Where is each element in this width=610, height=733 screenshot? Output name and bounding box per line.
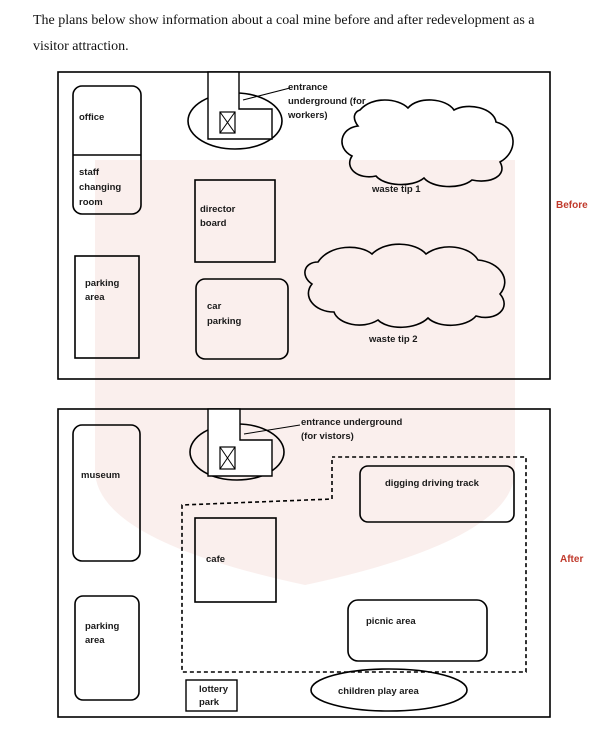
before-mine-building: [207, 71, 273, 140]
before-entrance-label-1: entrance: [288, 82, 328, 93]
after-dashed-route: [181, 456, 527, 673]
before-office-box: [72, 85, 142, 215]
after-mine-window-cross-2: [219, 446, 236, 470]
after-lottery-park-label-1: lottery: [199, 684, 229, 695]
after-parking-label-1: parking: [85, 621, 120, 632]
before-frame: [57, 71, 551, 380]
after-plan: museum parking area entrance underground…: [57, 408, 551, 718]
after-entrance-label-1: entrance underground: [301, 417, 403, 428]
before-staff-label-2: changing: [79, 182, 121, 193]
after-children-play-ellipse: [310, 668, 468, 712]
after-cafe-box: [194, 517, 277, 603]
before-mine-window: [219, 111, 236, 134]
before-waste-tip-2-label: waste tip 2: [368, 334, 418, 345]
after-parking-label-2: area: [85, 635, 105, 646]
after-museum-label: museum: [81, 470, 120, 481]
intro-line-2: visitor attraction.: [33, 39, 129, 54]
before-waste-tip-1-cloud: [341, 99, 514, 188]
after-parking-box: [74, 595, 140, 701]
after-entrance-pointer: [243, 424, 301, 435]
before-parking-label-1: parking: [85, 278, 120, 289]
before-car-parking-label-2: parking: [207, 316, 242, 327]
before-plan: office staff changing room parking area …: [57, 71, 551, 380]
before-mine-window-cross-2: [219, 111, 236, 134]
after-picnic-label: picnic area: [366, 616, 416, 627]
after-digging-track-box: [359, 465, 515, 523]
before-entrance-pointer: [242, 87, 291, 101]
before-staff-label-1: staff: [79, 167, 100, 178]
before-parking-box: [74, 255, 140, 359]
before-entrance-label-3: workers): [287, 110, 328, 121]
before-director-box: [194, 179, 276, 263]
after-lottery-park-label-2: park: [199, 697, 220, 708]
before-entrance-label-2: underground (for: [288, 96, 366, 107]
after-museum-box: [72, 424, 141, 562]
before-car-parking-box: [195, 278, 289, 360]
before-staff-label-3: room: [79, 197, 103, 208]
after-cafe-label: cafe: [206, 554, 225, 565]
after-mine-building: [207, 408, 273, 477]
after-lottery-park-box: [185, 679, 238, 712]
after-entrance-label-2: (for vistors): [301, 431, 354, 442]
before-car-parking-label-1: car: [207, 301, 222, 312]
before-director-label-2: board: [200, 218, 227, 229]
before-waste-tip-1-label: waste tip 1: [371, 184, 421, 195]
after-mine-window: [219, 446, 236, 470]
before-director-label-1: director: [200, 204, 236, 215]
before-waste-tip-2-cloud: [304, 243, 506, 329]
before-tag: Before: [556, 200, 588, 211]
watermark-logo: [95, 160, 515, 585]
after-frame: [57, 408, 551, 718]
intro-text: The plans below show information about a…: [33, 8, 609, 60]
before-parking-label-2: area: [85, 292, 105, 303]
after-digging-track-label: digging driving track: [385, 478, 480, 489]
after-children-play-label: children play area: [338, 686, 420, 697]
before-office-label: office: [79, 112, 104, 123]
after-picnic-box: [347, 599, 488, 662]
after-tag: After: [560, 554, 583, 565]
intro-line-1: The plans below show information about a…: [33, 13, 535, 28]
